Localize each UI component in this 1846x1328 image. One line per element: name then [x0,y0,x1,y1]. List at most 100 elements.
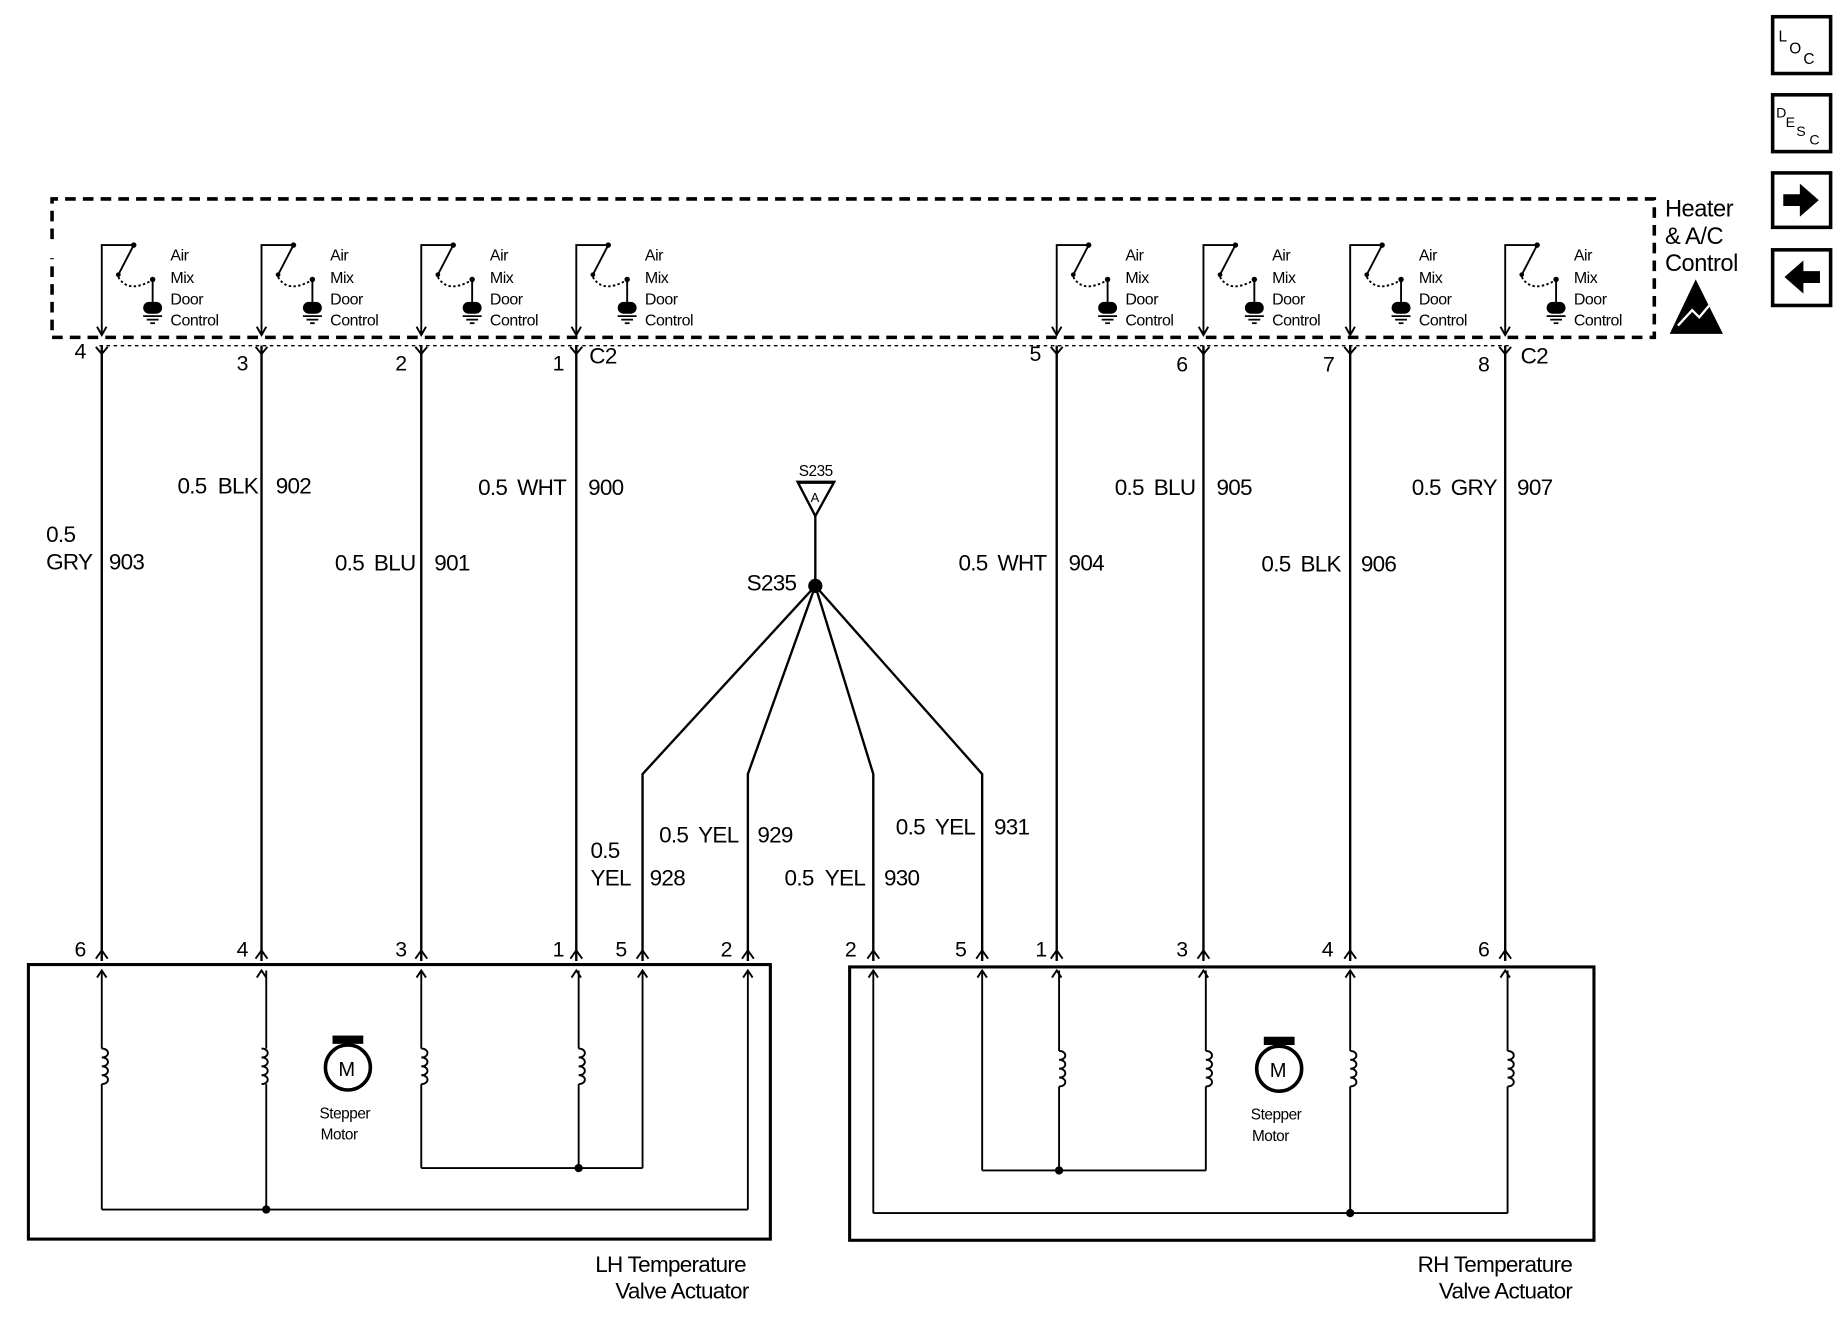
connector-c2-left: C2 [589,343,617,368]
svg-text:L: L [1779,29,1788,46]
heater-ac-control-module: Heater & A/C Control C2 C2 [50,197,1738,368]
svg-text:0.5: 0.5 [785,865,814,890]
rh-actuator-label-2: Valve Actuator [1439,1278,1574,1303]
switch-label: Air [330,247,349,264]
switch-label: Door [1125,291,1159,308]
switch-label: Mix [645,270,669,287]
module-label-1: Heater [1665,197,1734,223]
svg-text:YEL: YEL [698,823,739,848]
svg-text:D: D [1776,105,1786,121]
coil-icon [415,1047,429,1086]
switch-label: Control [1419,313,1467,330]
svg-text:931: 931 [994,814,1030,839]
switch-label: Mix [1574,270,1598,287]
terminal-mark [570,968,582,979]
next-page-button[interactable] [1770,171,1833,230]
svg-text:4: 4 [75,340,87,364]
svg-text:930: 930 [884,865,920,890]
svg-text:0.5: 0.5 [46,522,75,547]
coil-icon [1199,1050,1213,1088]
previous-page-button[interactable] [1770,248,1833,308]
coil-icon [572,1047,586,1086]
lh-actuator-label-1: LH Temperature [595,1252,746,1277]
stepper-motor-icon: M [323,1035,373,1092]
svg-text:E: E [1786,115,1795,131]
terminal-mark [975,948,989,960]
svg-text:4: 4 [1322,937,1334,961]
svg-text:0.5: 0.5 [659,823,688,848]
svg-text:Stepper: Stepper [320,1105,371,1122]
coil-icon [95,1047,109,1086]
switch-label: Control [1272,313,1320,330]
svg-text:906: 906 [1361,552,1397,577]
terminal-mark [1196,346,1211,356]
terminal-mark [255,968,268,979]
svg-text:3: 3 [237,352,249,376]
terminal-mark [254,948,269,960]
svg-text:S: S [1796,124,1805,140]
svg-text:928: 928 [650,865,686,890]
coil-icon [1053,1050,1067,1088]
svg-text:WHT: WHT [517,475,567,500]
terminal-mark [569,346,583,356]
terminal-mark [1498,948,1512,960]
svg-text:C: C [1803,51,1814,68]
terminal-mark [414,346,428,356]
switch-label: Control [330,313,378,330]
terminal-mark [741,948,755,960]
splice-name: S235 [747,571,797,596]
switch-label: Mix [170,270,194,287]
terminal-mark [1343,346,1357,356]
svg-text:2: 2 [845,937,857,961]
svg-text:2: 2 [721,937,733,961]
lh-actuator-label-2: Valve Actuator [615,1278,750,1303]
switch-label: Mix [490,270,514,287]
switch-label: Air [1125,247,1144,264]
rh-temperature-valve-actuator: M Stepper Motor RH Temperature Valve Act… [848,965,1596,1303]
splice-tag-label: S235 [799,463,833,480]
loc-button[interactable]: L O C [1770,14,1833,76]
switch-label: Air [170,247,189,264]
svg-text:905: 905 [1216,475,1252,500]
desc-button[interactable]: D E S C [1770,93,1833,154]
terminal-mark [254,346,269,356]
switch-label: Door [170,291,204,308]
svg-text:2: 2 [395,352,407,376]
terminal-mark [635,948,650,960]
svg-text:Stepper: Stepper [1251,1107,1302,1124]
switch-label: Mix [330,270,354,287]
switch-label: Air [1272,247,1291,264]
svg-text:929: 929 [757,823,793,848]
terminal-mark [1196,948,1211,960]
svg-text:M: M [1270,1060,1287,1082]
switch-label: Door [1272,291,1306,308]
svg-text:6: 6 [1176,353,1188,377]
switch-label: Mix [1272,270,1296,287]
svg-text:YEL: YEL [590,865,631,890]
terminal-mark [95,346,109,356]
switch-label: Control [1574,313,1622,330]
svg-text:0.5: 0.5 [1261,552,1290,577]
terminal-mark [1050,948,1064,960]
connector-c2-right: C2 [1521,343,1549,368]
svg-text:YEL: YEL [935,814,976,839]
splice-dot [808,578,823,593]
coil-icon [255,1047,269,1086]
switch-label: Door [330,291,364,308]
svg-text:YEL: YEL [825,865,866,890]
switch-label: Door [1574,291,1608,308]
svg-text:BLK: BLK [218,474,259,499]
stepper-motor-icon: M [1254,1036,1304,1093]
svg-text:4: 4 [237,937,249,961]
svg-text:0.5: 0.5 [959,551,988,576]
svg-text:0.5: 0.5 [335,551,364,576]
svg-text:3: 3 [395,937,407,961]
svg-text:Motor: Motor [321,1127,358,1144]
svg-text:8: 8 [1478,353,1490,377]
